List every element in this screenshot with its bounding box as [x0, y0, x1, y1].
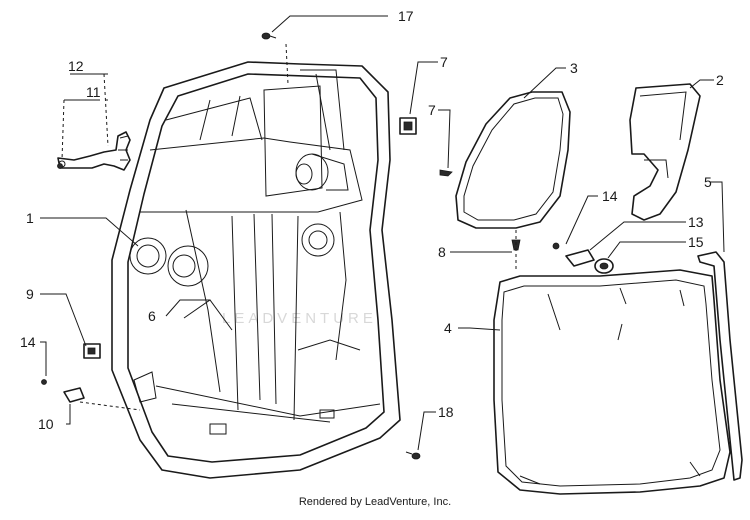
callout-1: 1 — [26, 210, 34, 226]
callout-5: 5 — [704, 174, 712, 190]
part-14-screw-right — [552, 242, 560, 250]
leader-lines — [40, 15, 725, 451]
part-18-screw — [405, 451, 421, 460]
watermark-text: LEADVENTURE — [222, 310, 377, 327]
callout-18: 18 — [438, 404, 454, 420]
part-17-screw — [261, 32, 277, 40]
callout-14-right: 14 — [602, 188, 618, 204]
callout-12: 12 — [68, 58, 84, 74]
part-3-inner-panel — [455, 91, 571, 229]
callout-13: 13 — [688, 214, 704, 230]
part-11-screw — [57, 163, 63, 169]
part-15-knob — [594, 258, 614, 274]
footer-credit: Rendered by LeadVenture, Inc. — [298, 496, 452, 508]
callout-17: 17 — [398, 8, 414, 24]
callout-3: 3 — [570, 60, 578, 76]
callout-4: 4 — [444, 320, 452, 336]
callout-11: 11 — [86, 84, 101, 100]
part-7-clip-lower — [439, 169, 453, 177]
part-4-outer-door — [493, 269, 731, 495]
part-5-seal-strip — [697, 251, 743, 481]
part-2-cover-pocket — [629, 83, 701, 221]
callout-7-upper: 7 — [440, 54, 448, 70]
part-12-hinge-bracket — [57, 131, 131, 171]
part-14-screw-left — [41, 379, 47, 385]
callout-14-left: 14 — [20, 334, 36, 350]
part-7-clip-upper — [399, 117, 417, 135]
callout-7-lower: 7 — [428, 102, 436, 118]
part-1-glovebox-body — [111, 61, 401, 479]
callout-9: 9 — [26, 286, 34, 302]
part-9-clip — [83, 343, 101, 359]
callout-2: 2 — [716, 72, 724, 88]
callout-numbers: 17 7 7 3 2 5 14 13 15 8 4 12 11 1 6 9 14… — [20, 8, 724, 432]
callout-8: 8 — [438, 244, 446, 260]
callout-10: 10 — [38, 416, 54, 432]
part-10-clip — [63, 387, 85, 403]
callout-6: 6 — [148, 308, 156, 324]
part-13-latch — [565, 249, 595, 267]
callout-15: 15 — [688, 234, 704, 250]
